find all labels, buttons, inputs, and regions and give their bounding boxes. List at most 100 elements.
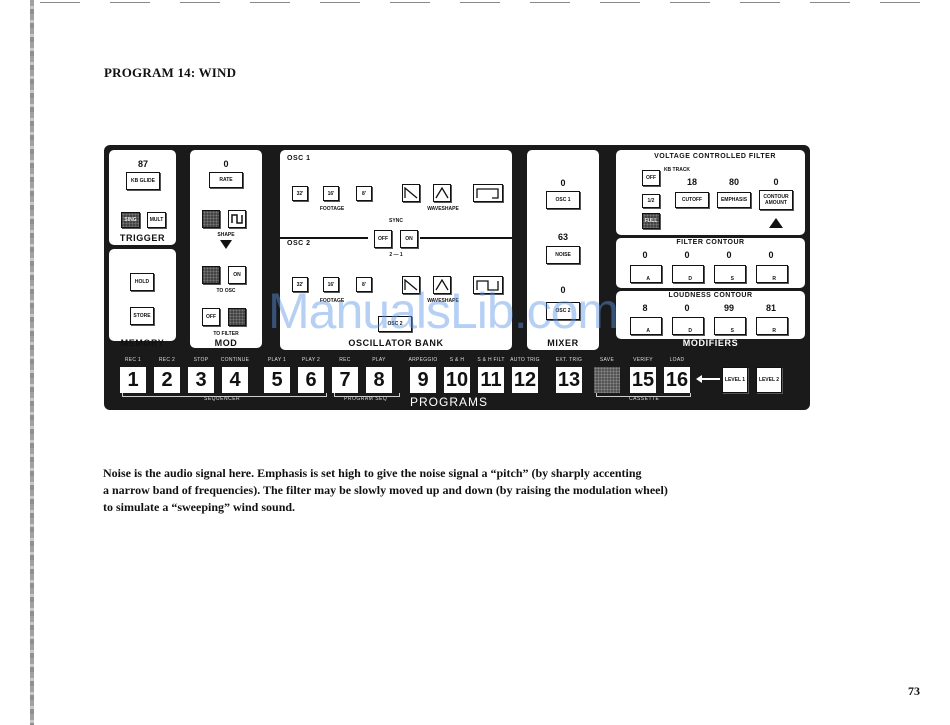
contour-amount-button[interactable]: CONTOUR AMOUNT	[759, 190, 793, 210]
modifiers-label: MODIFIERS	[682, 338, 739, 348]
program-button-13[interactable]: 13	[556, 367, 582, 393]
up-arrow-icon	[769, 218, 783, 228]
to-filter-dark-button[interactable]	[228, 308, 246, 326]
osc2-footage-32-button[interactable]: 32'	[292, 277, 308, 292]
filter-decay-value: 0	[684, 250, 690, 260]
kb-track-full-button[interactable]: FULL	[642, 213, 660, 229]
envelope-letter-a: A	[646, 276, 650, 282]
osc1-pulse-button[interactable]	[473, 184, 503, 202]
program-button-16[interactable]: 16	[664, 367, 690, 393]
envelope-letter-a: A	[646, 328, 650, 334]
osc2-footage-16-button[interactable]: 16'	[323, 277, 339, 292]
loudness-attack-value: 8	[642, 303, 648, 313]
cutoff-button[interactable]: CUTOFF	[675, 192, 709, 208]
filter-release-value: 0	[768, 250, 774, 260]
triangle-shape-button[interactable]	[202, 210, 220, 228]
program-button-9[interactable]: 9	[410, 367, 436, 393]
kb-track-half-button[interactable]: 1/2	[642, 194, 660, 208]
sync-label: SYNC	[389, 218, 403, 224]
osc1-triangle-button[interactable]	[433, 184, 451, 202]
osc2-triangle-button[interactable]	[433, 276, 451, 294]
filter-attack-button[interactable]: A	[630, 265, 662, 283]
rate-button[interactable]: RATE	[209, 172, 243, 188]
loudness-attack-button[interactable]: A	[630, 317, 662, 335]
mixer-noise-button[interactable]: NOISE	[546, 246, 580, 264]
hold-button[interactable]: HOLD	[130, 273, 154, 291]
triangle-wave-icon	[435, 187, 449, 199]
filter-sustain-value: 0	[726, 250, 732, 260]
program-button-6[interactable]: 6	[298, 367, 324, 393]
program-button-11[interactable]: 11	[478, 367, 504, 393]
osc2-footage-8-button[interactable]: 8'	[356, 277, 372, 292]
vcf-title: VOLTAGE CONTROLLED FILTER	[654, 153, 776, 160]
loudness-contour-title: LOUDNESS CONTOUR	[668, 292, 753, 299]
filter-contour-title: FILTER CONTOUR	[676, 239, 745, 246]
program-button-15[interactable]: 15	[630, 367, 656, 393]
to-filter-off-button[interactable]: OFF	[202, 308, 220, 326]
shape-label: SHAPE	[217, 232, 235, 238]
program-button-3[interactable]: 3	[188, 367, 214, 393]
loudness-release-button[interactable]: R	[756, 317, 788, 335]
mod-section: 0 RATE SHAPE ON TO OSC OFF TO FILTER	[190, 150, 262, 348]
memory-section: HOLD STORE	[109, 249, 176, 341]
mixer-osc1-button[interactable]: OSC 1	[546, 191, 580, 209]
filter-decay-button[interactable]: D	[672, 265, 704, 283]
synth-panel-diagram: 87 KB GLIDE SING MULT TRIGGER HOLD STORE…	[104, 145, 810, 410]
osc1-saw-button[interactable]	[402, 184, 420, 202]
store-button[interactable]: STORE	[130, 307, 154, 325]
emphasis-button[interactable]: EMPHASIS	[717, 192, 751, 208]
sync-on-button[interactable]: ON	[400, 230, 418, 248]
program-label: REC 2	[158, 357, 176, 363]
kb-glide-value: 87	[137, 159, 148, 169]
program-label: CONTINUE	[220, 357, 250, 363]
program-button-1[interactable]: 1	[120, 367, 146, 393]
osc1-footage-16-button[interactable]: 16'	[323, 186, 339, 201]
to-filter-label: TO FILTER	[213, 331, 239, 337]
page-number: 73	[908, 684, 920, 698]
sync-off-button[interactable]: OFF	[374, 230, 392, 248]
osc2-footage-label: FOOTAGE	[319, 298, 345, 304]
program-button-2[interactable]: 2	[154, 367, 180, 393]
program-button-4[interactable]: 4	[222, 367, 248, 393]
kb-glide-button[interactable]: KB GLIDE	[126, 172, 160, 190]
square-shape-button[interactable]	[228, 210, 246, 228]
program-button-7[interactable]: 7	[332, 367, 358, 393]
mult-button[interactable]: MULT	[147, 212, 166, 228]
trigger-section: 87 KB GLIDE SING MULT	[109, 150, 176, 245]
mixer-noise-value: 63	[557, 232, 568, 242]
oscillator-bank-section: OSC 1 32' 16' 8' FOOTAGE WAVESHAPE SYNC …	[280, 150, 512, 350]
rate-value: 0	[223, 159, 229, 169]
description-line: a narrow band of frequencies). The filte…	[103, 483, 668, 497]
sync-ratio-label: 2 — 1	[389, 252, 403, 258]
osc2-pulse-button[interactable]	[473, 276, 503, 294]
envelope-letter-d: D	[688, 328, 692, 334]
filter-sustain-button[interactable]: S	[714, 265, 746, 283]
program-button-8[interactable]: 8	[366, 367, 392, 393]
program-button-12[interactable]: 12	[512, 367, 538, 393]
mod-label: MOD	[214, 338, 238, 348]
triangle-wave-icon	[435, 279, 449, 291]
vcf-section: VOLTAGE CONTROLLED FILTER KB TRACK OFF 1…	[616, 150, 805, 235]
osc1-footage-8-button[interactable]: 8'	[356, 186, 372, 201]
to-osc-on-button[interactable]: ON	[228, 266, 246, 284]
to-osc-dark-button[interactable]	[202, 266, 220, 284]
pulse-wave-icon	[476, 280, 499, 291]
level-2-button[interactable]: LEVEL 2	[756, 367, 782, 393]
osc1-footage-32-button[interactable]: 32'	[292, 186, 308, 201]
program-button-5[interactable]: 5	[264, 367, 290, 393]
program-button-10[interactable]: 10	[444, 367, 470, 393]
envelope-letter-s: S	[730, 276, 734, 282]
loudness-decay-button[interactable]: D	[672, 317, 704, 335]
sing-button[interactable]: SING	[121, 212, 140, 228]
loudness-release-value: 81	[765, 303, 776, 313]
envelope-letter-r: R	[772, 328, 776, 334]
level-1-button[interactable]: LEVEL 1	[722, 367, 748, 393]
program-label: PLAY 1	[267, 357, 287, 363]
osc2-extra-button[interactable]: OSC 2	[378, 316, 412, 332]
kb-track-off-button[interactable]: OFF	[642, 170, 660, 186]
loudness-sustain-button[interactable]: S	[714, 317, 746, 335]
program-button-14[interactable]: 14	[594, 367, 620, 393]
filter-release-button[interactable]: R	[756, 265, 788, 283]
osc2-saw-button[interactable]	[402, 276, 420, 294]
mixer-osc2-button[interactable]: OSC 2	[546, 302, 580, 320]
